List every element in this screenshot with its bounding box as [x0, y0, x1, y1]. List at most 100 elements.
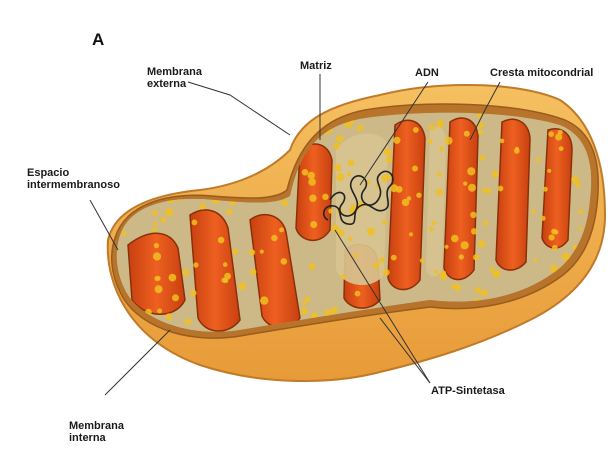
granule — [542, 325, 548, 331]
granule — [260, 250, 264, 254]
granule — [347, 172, 351, 176]
granule — [383, 269, 390, 276]
granule — [482, 188, 487, 193]
granule — [353, 253, 358, 258]
granule — [161, 217, 167, 223]
granule — [281, 200, 288, 207]
granule — [178, 141, 183, 146]
granule — [219, 177, 225, 183]
granule — [190, 290, 197, 297]
granule — [271, 235, 277, 241]
granule — [111, 203, 117, 209]
granule — [149, 144, 155, 150]
granule — [429, 125, 435, 131]
granule — [571, 176, 579, 184]
granule — [227, 119, 233, 125]
granule — [478, 122, 484, 128]
granule — [234, 250, 239, 255]
granule — [463, 182, 467, 186]
panel-letter: A — [92, 30, 104, 50]
granule — [279, 227, 284, 232]
granule — [498, 186, 504, 192]
granule — [594, 301, 601, 308]
granule — [413, 127, 419, 133]
granule — [165, 208, 173, 216]
granule — [416, 193, 421, 198]
label-outer-membrane-line1: Membrana — [147, 66, 202, 78]
granule — [553, 230, 558, 235]
granule — [302, 301, 306, 305]
granule — [578, 226, 582, 230]
granule — [185, 318, 192, 325]
label-atp-synthase: ATP-Sintetasa — [431, 385, 505, 397]
granule — [531, 209, 535, 213]
granule — [492, 171, 499, 178]
granule — [393, 137, 400, 144]
granule — [373, 262, 379, 268]
granule — [108, 158, 116, 166]
label-inner-membrane-line1: Membrana — [69, 420, 124, 432]
granule — [175, 175, 182, 182]
granule — [152, 227, 157, 232]
granule — [273, 131, 280, 138]
granule — [470, 212, 476, 218]
granule — [218, 237, 225, 244]
granule — [260, 296, 268, 304]
granule — [439, 272, 447, 280]
label-inner-membrane: Membrana interna — [69, 420, 124, 444]
granule — [281, 258, 288, 265]
granule — [387, 175, 392, 180]
granule — [310, 221, 317, 228]
leader-line-outer-membrane — [188, 82, 290, 135]
granule — [471, 228, 477, 234]
granule — [483, 221, 488, 226]
granule — [552, 245, 558, 251]
granule — [182, 269, 189, 276]
granule — [193, 262, 198, 267]
granule — [334, 164, 341, 171]
granule — [519, 327, 525, 333]
granule — [436, 120, 444, 128]
granule — [157, 309, 162, 314]
granule — [559, 146, 564, 151]
granule — [386, 156, 393, 163]
granule — [357, 125, 364, 132]
granule — [473, 254, 479, 260]
granule — [461, 241, 469, 249]
granule — [250, 269, 256, 275]
granule — [301, 308, 308, 315]
granule — [308, 172, 315, 179]
granule — [478, 129, 483, 134]
granule — [351, 204, 356, 209]
granule — [258, 163, 264, 169]
granule — [367, 227, 375, 235]
granule — [475, 287, 481, 293]
granule — [467, 167, 475, 175]
granule — [153, 252, 161, 260]
granule — [427, 139, 432, 144]
label-outer-membrane: Membrana externa — [147, 66, 202, 90]
granule — [478, 240, 485, 247]
granule — [500, 139, 505, 144]
label-intermembrane-line2: intermembranoso — [27, 179, 120, 191]
granule — [168, 135, 173, 140]
granule — [409, 232, 413, 236]
granule — [155, 285, 163, 293]
leader-line-inner-membrane — [105, 330, 170, 395]
granule — [188, 107, 196, 115]
granule — [493, 270, 501, 278]
granule — [148, 123, 153, 128]
granule — [169, 274, 177, 282]
granule — [468, 184, 476, 192]
granule — [175, 146, 179, 150]
granule — [344, 123, 349, 128]
granule — [108, 332, 115, 339]
granule — [249, 249, 255, 255]
granule — [336, 135, 343, 142]
granule — [309, 263, 316, 270]
granule — [219, 174, 226, 181]
granule — [166, 179, 172, 185]
granule — [341, 274, 346, 279]
granule — [536, 158, 541, 163]
granule — [227, 146, 232, 151]
